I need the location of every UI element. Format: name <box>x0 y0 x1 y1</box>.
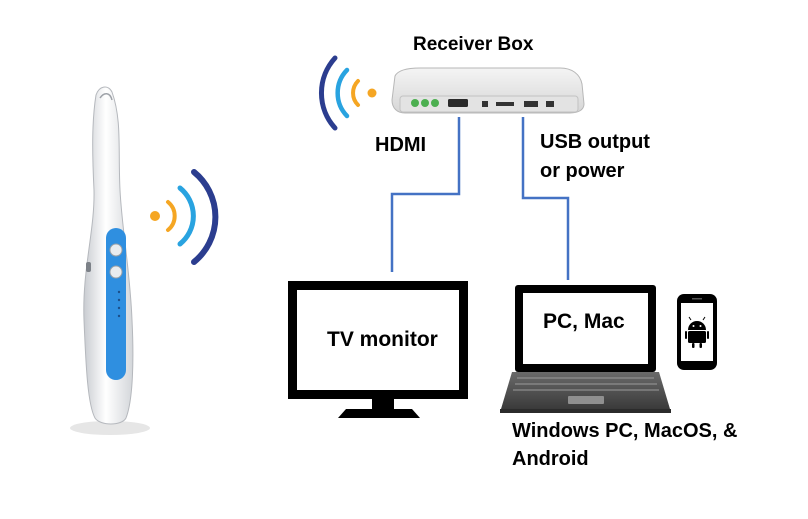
laptop <box>500 285 671 413</box>
usb-port <box>524 101 538 107</box>
tv-monitor-label: TV monitor <box>327 328 438 351</box>
wand-button-top <box>109 243 123 257</box>
wand-button-bottom <box>109 265 123 279</box>
hdmi-port <box>448 99 468 107</box>
wand-blue-grip <box>106 228 126 380</box>
receiver-box-label: Receiver Box <box>413 34 534 55</box>
receiver-box <box>391 67 585 114</box>
usb-output-label: USB output <box>540 131 650 153</box>
usb-power-label: or power <box>540 160 625 182</box>
receiver-waves-icon <box>319 55 377 131</box>
wireless-waves-icon <box>150 169 219 265</box>
smartphone <box>677 294 717 370</box>
intraoral-camera <box>70 86 150 435</box>
os-label-line2: Android <box>512 448 589 470</box>
hdmi-cable-line <box>390 117 461 272</box>
tv-monitor <box>288 281 468 418</box>
hdmi-label: HDMI <box>375 134 427 156</box>
usb-cable-line <box>521 117 570 280</box>
os-label-line1: Windows PC, MacOS, & <box>512 420 738 442</box>
android-icon <box>685 316 709 348</box>
pc-mac-label: PC, Mac <box>543 310 625 333</box>
